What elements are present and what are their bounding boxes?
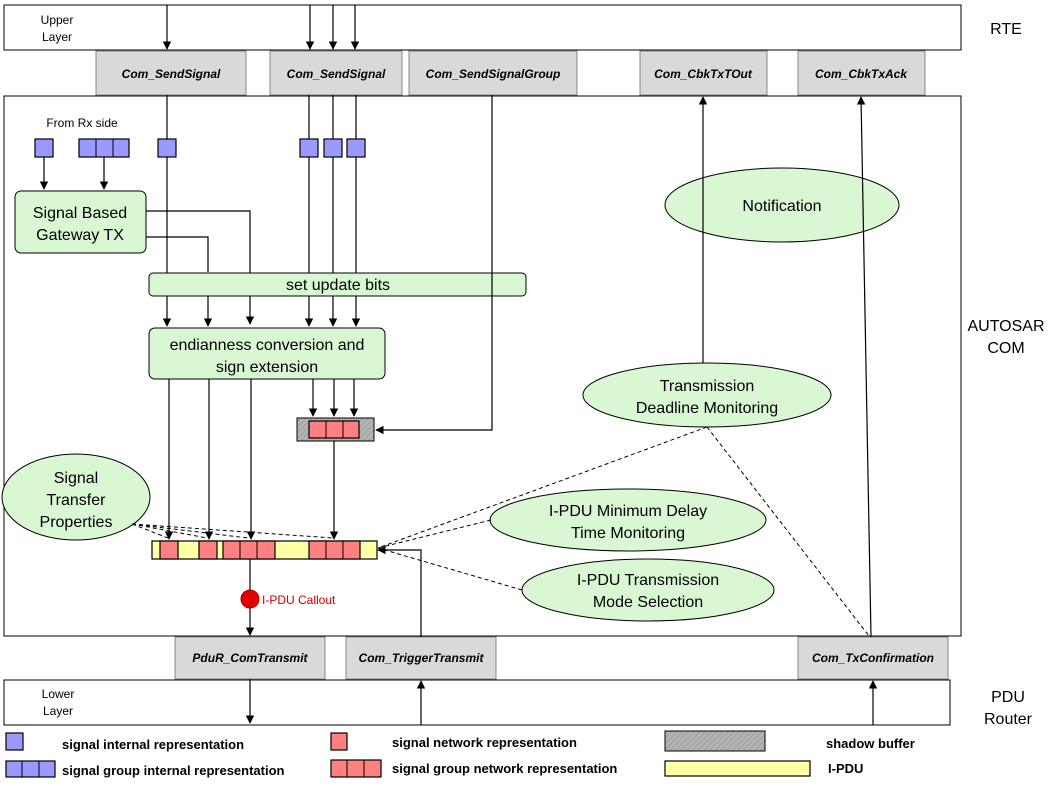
com-send-signal-1-label: Com_SendSignal bbox=[122, 67, 221, 81]
com-trigger-transmit-label: Com_TriggerTransmit bbox=[359, 651, 485, 665]
com-send-signal-2-box[interactable] bbox=[269, 50, 403, 96]
signal-internal-a bbox=[157, 138, 177, 158]
text-line: I-PDU Transmission bbox=[577, 572, 719, 589]
signal-internal-c bbox=[323, 138, 343, 158]
legend-signal-network-label: signal network representation bbox=[392, 735, 577, 750]
autosar-com-label: AUTOSAR COM bbox=[967, 318, 1044, 357]
com-send-signal-group-box[interactable] bbox=[408, 50, 578, 96]
dash-stp-ipdu-4 bbox=[131, 523, 334, 539]
text-line: PDU bbox=[991, 689, 1025, 706]
notification-ellipse bbox=[664, 167, 900, 243]
legend-signal-group-internal-label: signal group internal representation bbox=[62, 763, 285, 778]
com-cbk-tx-ack-box[interactable] bbox=[797, 50, 926, 96]
text-line: sign extension bbox=[216, 359, 318, 376]
dash-stp-ipdu-3 bbox=[131, 523, 249, 539]
legend-signal-group-network-swatch bbox=[330, 759, 382, 778]
send-signal-group-line bbox=[375, 95, 493, 435]
pdur-com-transmit-box[interactable] bbox=[174, 636, 326, 680]
legend-signal-internal-swatch bbox=[5, 732, 24, 751]
arrow-txconf-to-cbktxack bbox=[856, 96, 872, 638]
ipdu-signal-2 bbox=[198, 540, 218, 560]
signal-internal-b bbox=[299, 138, 319, 158]
com-send-signal-1-box[interactable] bbox=[95, 50, 247, 96]
text-line: Mode Selection bbox=[593, 594, 703, 611]
text-line: Lower bbox=[42, 687, 75, 701]
dash-deadline-txconf bbox=[706, 426, 870, 637]
text-line: I-PDU Minimum Delay bbox=[549, 503, 707, 520]
pdu-router-label: PDU Router bbox=[984, 689, 1033, 728]
rte-label: RTE bbox=[990, 21, 1022, 38]
dash-mindelay-ipdu bbox=[377, 519, 492, 549]
rx-signal-group-internal bbox=[78, 138, 130, 158]
ipdu-signal-1 bbox=[159, 540, 179, 560]
text-line: Signal Based bbox=[33, 205, 127, 222]
text-line: COM bbox=[987, 340, 1024, 357]
set-update-bits-bar bbox=[148, 272, 527, 297]
text-line: Transfer bbox=[47, 492, 107, 509]
com-cbk-tx-tout-box[interactable] bbox=[639, 50, 768, 96]
signal-transfer-properties-ellipse bbox=[1, 453, 151, 541]
notification-label: Notification bbox=[742, 198, 821, 215]
text-line: Time Monitoring bbox=[571, 525, 685, 542]
legend-signal-group-network-label: signal group network representation bbox=[392, 761, 617, 776]
text-line: endianness conversion and bbox=[170, 337, 365, 354]
deadline-monitoring-ellipse bbox=[582, 362, 832, 428]
text-line: Layer bbox=[43, 704, 73, 718]
dash-stp-ipdu-2 bbox=[131, 523, 208, 539]
com-tx-confirmation-box[interactable] bbox=[797, 636, 949, 680]
com-tx-confirmation-label: Com_TxConfirmation bbox=[812, 651, 934, 665]
legend-ipdu-label: I-PDU bbox=[828, 761, 863, 776]
legend-shadow-buffer-swatch bbox=[664, 730, 766, 752]
ipdu-signal-group-1 bbox=[222, 540, 276, 560]
com-send-signal-2-label: Com_SendSignal bbox=[287, 67, 386, 81]
legend-signal-internal-label: signal internal representation bbox=[62, 737, 244, 752]
ipdu-callout-label: I-PDU Callout bbox=[262, 593, 336, 607]
pdur-com-transmit-label: PduR_ComTransmit bbox=[192, 651, 308, 665]
text-line: Deadline Monitoring bbox=[636, 400, 778, 417]
shadow-buffer-signal-group bbox=[308, 420, 360, 439]
endianness-box bbox=[148, 327, 386, 380]
com-send-signal-group-label: Com_SendSignalGroup bbox=[426, 67, 561, 81]
ipdu-signal-group-2 bbox=[308, 540, 361, 560]
legend-shadow-buffer-label: shadow buffer bbox=[826, 736, 915, 751]
set-update-bits-label: set update bits bbox=[286, 277, 390, 294]
lower-layer-box bbox=[3, 679, 951, 726]
legend-signal-network-swatch bbox=[330, 732, 348, 751]
dash-deadline-ipdu bbox=[377, 426, 708, 549]
from-rx-side-label: From Rx side bbox=[46, 116, 118, 130]
text-line: Upper bbox=[41, 13, 74, 27]
signal-gateway-box bbox=[14, 190, 147, 254]
legend-signal-group-internal-swatch bbox=[5, 760, 56, 778]
com-cbk-tx-tout-label: Com_CbkTxTOut bbox=[654, 67, 753, 81]
text-line: Transmission bbox=[660, 378, 755, 395]
mode-selection-ellipse bbox=[521, 558, 775, 622]
signal-internal-d bbox=[346, 138, 366, 158]
com-cbk-tx-ack-label: Com_CbkTxAck bbox=[815, 67, 908, 81]
text-line: Properties bbox=[40, 514, 113, 531]
endianness-label: endianness conversion and sign extension bbox=[170, 337, 365, 376]
ipdu-callout-dot[interactable] bbox=[240, 589, 260, 609]
dash-modesel-ipdu bbox=[377, 547, 523, 591]
rx-signal-internal bbox=[34, 138, 54, 158]
upper-layer-box bbox=[3, 4, 962, 51]
text-line: Signal bbox=[54, 470, 98, 487]
text-line: Router bbox=[984, 711, 1033, 728]
legend-ipdu-swatch bbox=[664, 760, 811, 777]
trigger-transmit-line bbox=[377, 545, 422, 637]
text-line: Gateway TX bbox=[36, 227, 124, 244]
text-line: Layer bbox=[42, 30, 72, 44]
text-line: AUTOSAR bbox=[967, 318, 1044, 335]
